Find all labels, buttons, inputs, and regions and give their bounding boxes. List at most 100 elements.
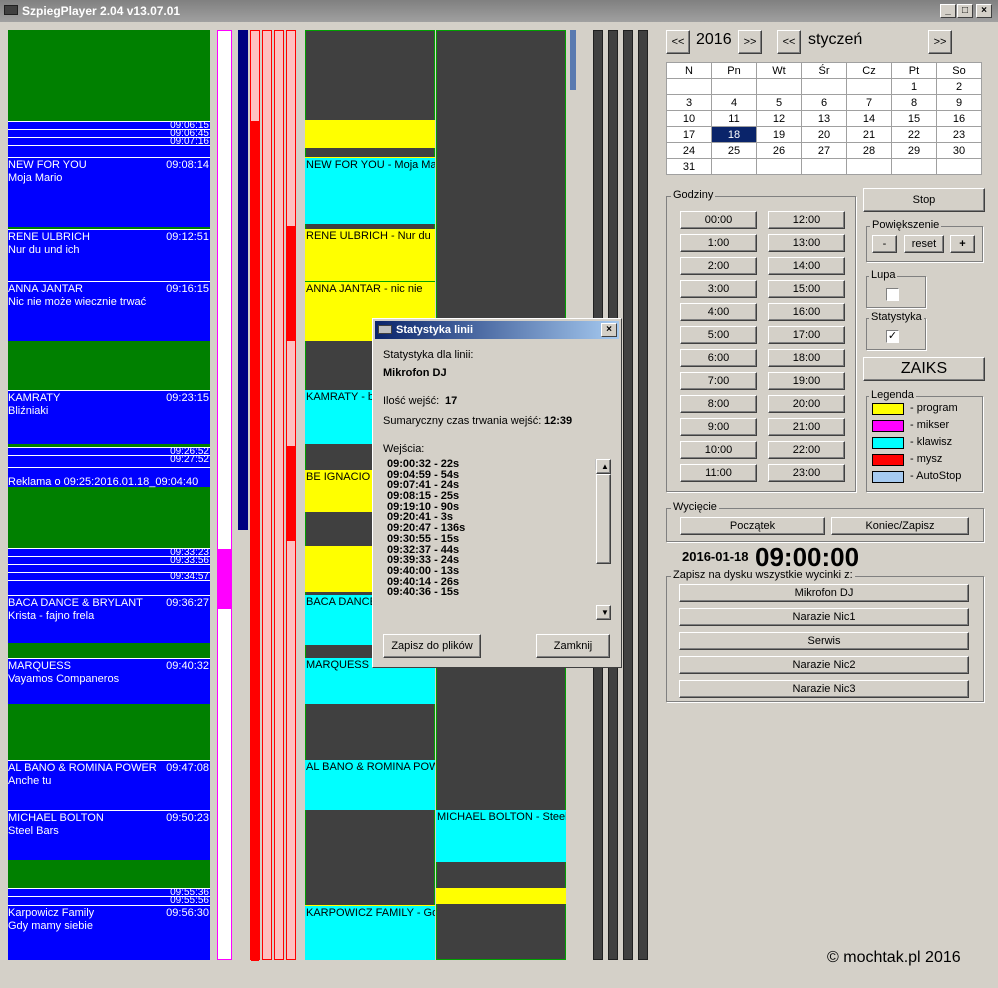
day-cell[interactable]: 31	[666, 158, 712, 175]
song-entry[interactable]: Reklama o 09:25:2016.01.18_09:04:40	[8, 467, 210, 488]
day-cell[interactable]	[666, 78, 712, 95]
hour-button[interactable]: 18:00	[768, 349, 845, 367]
day-cell[interactable]: 24	[666, 142, 712, 159]
hour-button[interactable]: 1:00	[680, 234, 757, 252]
cut-start-button[interactable]: Początek	[680, 517, 825, 535]
day-cell[interactable]: 14	[846, 110, 892, 127]
program-block[interactable]: BACA DANCE	[305, 595, 373, 645]
zaiks-button[interactable]: ZAIKS	[863, 357, 985, 381]
day-cell[interactable]: 15	[891, 110, 937, 127]
dialog-close-button[interactable]: ×	[601, 323, 617, 337]
program-block[interactable]: BE IGNACIO -	[305, 470, 373, 512]
save-to-files-button[interactable]: Zapisz do plików	[383, 634, 481, 658]
day-cell[interactable]: 7	[846, 94, 892, 111]
hour-button[interactable]: 13:00	[768, 234, 845, 252]
stat-checkbox[interactable]: ✓	[886, 330, 899, 343]
scroll-thumb[interactable]	[596, 474, 611, 564]
day-cell[interactable]: 9	[936, 94, 982, 111]
hour-button[interactable]: 7:00	[680, 372, 757, 390]
day-cell-selected[interactable]: 18	[711, 126, 757, 143]
zoom-reset-button[interactable]: reset	[904, 235, 944, 253]
day-cell[interactable]: 28	[846, 142, 892, 159]
day-cell[interactable]: 5	[756, 94, 802, 111]
day-cell[interactable]: 8	[891, 94, 937, 111]
day-cell[interactable]: 11	[711, 110, 757, 127]
hour-button[interactable]: 3:00	[680, 280, 757, 298]
hour-button[interactable]: 12:00	[768, 211, 845, 229]
entries-scrollbar[interactable]: ▲ ▼	[595, 459, 611, 620]
day-cell[interactable]	[756, 78, 802, 95]
day-cell[interactable]: 23	[936, 126, 982, 143]
day-cell[interactable]	[891, 158, 937, 175]
program2-block[interactable]: MICHAEL BOLTON - Steel	[436, 810, 566, 862]
program-block[interactable]: KARPOWICZ FAMILY - Gdy	[305, 905, 435, 960]
day-cell[interactable]: 21	[846, 126, 892, 143]
save-source-button[interactable]: Narazie Nic3	[679, 680, 969, 698]
day-cell[interactable]	[801, 158, 847, 175]
dialog-titlebar[interactable]: Statystyka linii ×	[375, 321, 619, 339]
close-button[interactable]: ×	[976, 4, 992, 18]
maximize-button[interactable]: □	[957, 4, 973, 18]
day-cell[interactable]: 27	[801, 142, 847, 159]
scroll-up-icon[interactable]: ▲	[596, 459, 611, 474]
day-cell[interactable]	[846, 78, 892, 95]
day-cell[interactable]: 17	[666, 126, 712, 143]
day-cell[interactable]: 26	[756, 142, 802, 159]
minimize-button[interactable]: _	[940, 4, 956, 18]
hour-button[interactable]: 17:00	[768, 326, 845, 344]
program-block[interactable]: KAMRATY - bli	[305, 390, 373, 444]
next-year-button[interactable]: >>	[738, 30, 762, 54]
save-source-button[interactable]: Mikrofon DJ	[679, 584, 969, 602]
hour-button[interactable]: 4:00	[680, 303, 757, 321]
day-cell[interactable]: 29	[891, 142, 937, 159]
timeline-scroll[interactable]	[570, 30, 576, 90]
day-cell[interactable]	[936, 158, 982, 175]
cut-end-button[interactable]: Koniec/Zapisz	[831, 517, 969, 535]
lupa-checkbox[interactable]	[886, 288, 899, 301]
hour-button[interactable]: 9:00	[680, 418, 757, 436]
hour-button[interactable]: 23:00	[768, 464, 845, 482]
program-block[interactable]: RENE ULBRICH - Nur du	[305, 229, 435, 281]
day-cell[interactable]: 10	[666, 110, 712, 127]
hour-button[interactable]: 19:00	[768, 372, 845, 390]
hour-button[interactable]: 21:00	[768, 418, 845, 436]
day-cell[interactable]: 6	[801, 94, 847, 111]
prev-month-button[interactable]: <<	[777, 30, 801, 54]
day-cell[interactable]: 25	[711, 142, 757, 159]
day-cell[interactable]: 2	[936, 78, 982, 95]
hour-button[interactable]: 00:00	[680, 211, 757, 229]
stop-button[interactable]: Stop	[863, 188, 985, 212]
day-cell[interactable]	[711, 78, 757, 95]
hour-button[interactable]: 22:00	[768, 441, 845, 459]
day-cell[interactable]: 1	[891, 78, 937, 95]
save-source-button[interactable]: Narazie Nic2	[679, 656, 969, 674]
day-cell[interactable]: 16	[936, 110, 982, 127]
hour-button[interactable]: 2:00	[680, 257, 757, 275]
scroll-down-icon[interactable]: ▼	[596, 605, 611, 620]
day-cell[interactable]	[801, 78, 847, 95]
hour-button[interactable]: 8:00	[680, 395, 757, 413]
day-cell[interactable]: 30	[936, 142, 982, 159]
hour-button[interactable]: 15:00	[768, 280, 845, 298]
program-block[interactable]: AL BANO & ROMINA POWE	[305, 760, 435, 810]
dialog-close-btn[interactable]: Zamknij	[536, 634, 610, 658]
save-source-button[interactable]: Narazie Nic1	[679, 608, 969, 626]
zoom-minus-button[interactable]: -	[872, 235, 897, 253]
day-cell[interactable]: 22	[891, 126, 937, 143]
day-cell[interactable]	[711, 158, 757, 175]
zoom-plus-button[interactable]: +	[950, 235, 975, 253]
hour-button[interactable]: 10:00	[680, 441, 757, 459]
day-cell[interactable]	[756, 158, 802, 175]
save-source-button[interactable]: Serwis	[679, 632, 969, 650]
day-cell[interactable]: 3	[666, 94, 712, 111]
